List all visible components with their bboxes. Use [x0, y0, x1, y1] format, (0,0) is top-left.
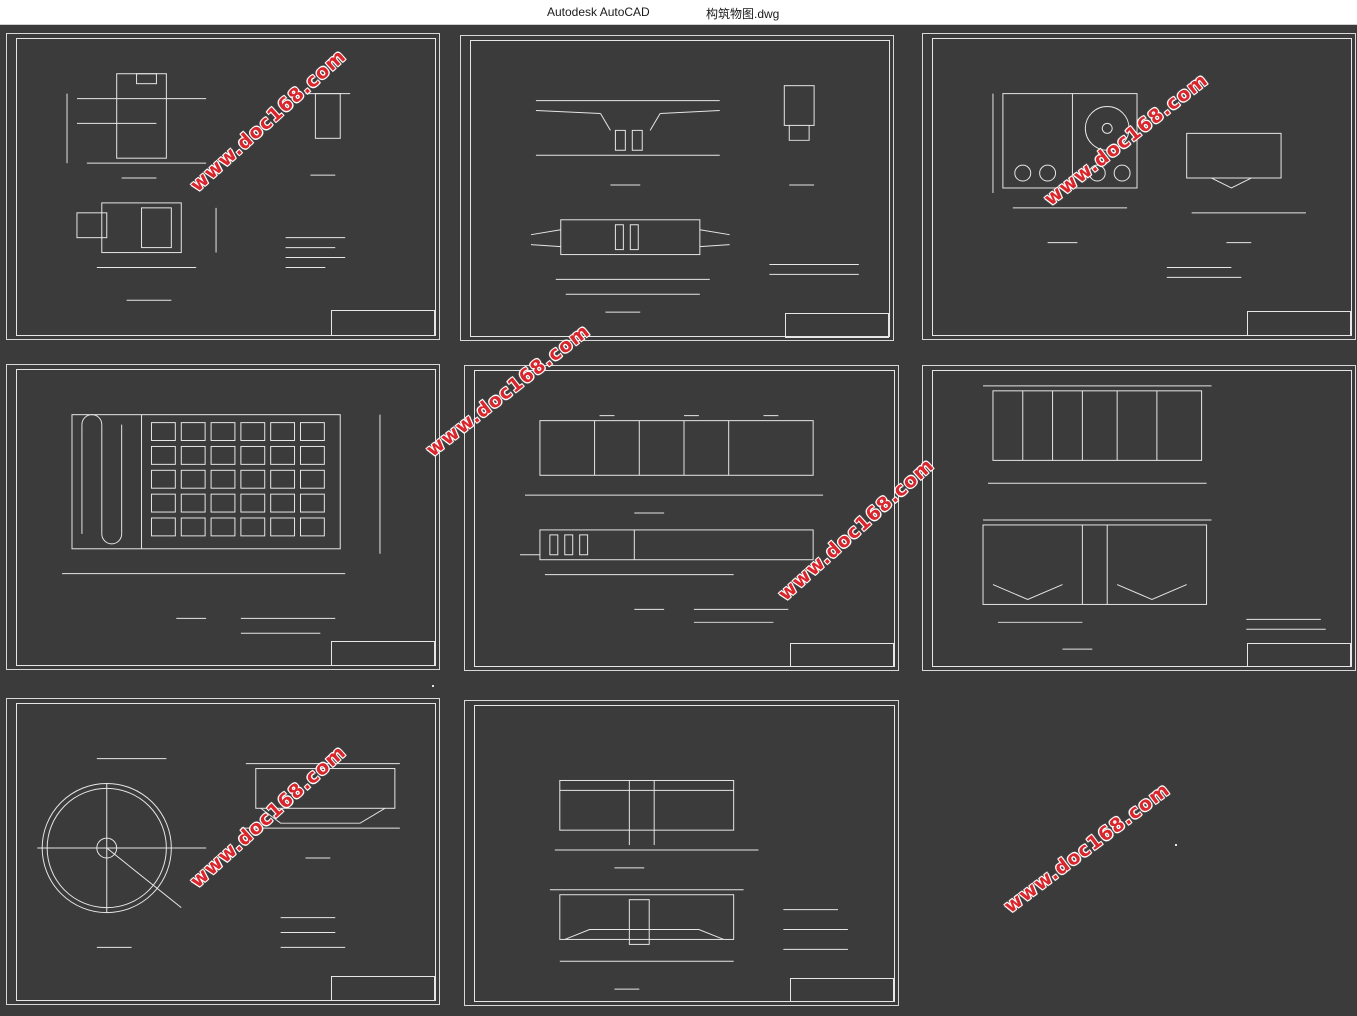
title-block — [331, 641, 435, 666]
title-block — [331, 310, 435, 336]
sheet-2-drawing — [530, 85, 859, 313]
sheet-1-drawing — [66, 73, 351, 301]
title-block — [1247, 643, 1351, 667]
sheet-border — [16, 38, 436, 336]
sheet-5-drawing — [520, 415, 824, 623]
sheet-border — [932, 38, 1352, 336]
title-block — [1247, 311, 1351, 336]
watermark-6: www.doc168.com — [1000, 778, 1175, 918]
sheet-border — [16, 703, 436, 1001]
sheet-border — [470, 40, 890, 337]
drawing-sheet-4[interactable] — [6, 364, 440, 670]
sheet-6-drawing — [982, 385, 1326, 650]
sheet-border — [932, 370, 1352, 667]
sheet-border — [16, 369, 436, 666]
app-title: Autodesk AutoCAD — [547, 5, 650, 19]
sheet-border — [474, 705, 895, 1002]
sheet-3-drawing — [992, 93, 1306, 278]
drawing-sheet-2[interactable] — [460, 35, 894, 341]
document-title: 构筑物图.dwg — [706, 7, 780, 21]
sheet-7-drawing — [37, 758, 400, 948]
title-block — [331, 976, 435, 1001]
sheet-border — [474, 370, 895, 667]
title-block — [785, 313, 889, 338]
title-block — [790, 643, 894, 667]
stray-point — [1175, 844, 1177, 846]
title-block — [790, 978, 894, 1002]
drawing-sheet-3[interactable] — [922, 33, 1356, 340]
drawing-sheet-6[interactable] — [922, 365, 1356, 671]
drawing-sheet-5[interactable] — [464, 365, 899, 671]
title-bar: Autodesk AutoCAD 构筑物图.dwg — [0, 0, 1357, 25]
drawing-canvas[interactable]: www.doc168.com www.doc168.com www.doc168… — [0, 24, 1357, 1016]
sheet-8-drawing — [549, 779, 848, 990]
drawing-sheet-8[interactable] — [464, 700, 899, 1006]
drawing-sheet-7[interactable] — [6, 698, 440, 1005]
sheet-4-drawing — [62, 414, 381, 634]
stray-point — [432, 685, 434, 687]
drawing-sheet-1[interactable] — [6, 33, 440, 340]
